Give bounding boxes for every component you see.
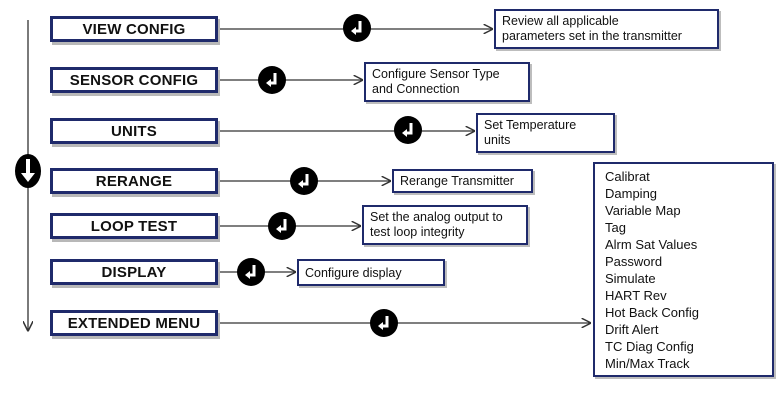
- enter-key-icon: [258, 66, 286, 94]
- enter-key-icon: [290, 167, 318, 195]
- list-item[interactable]: Variable Map: [605, 203, 681, 218]
- list-item[interactable]: Damping: [605, 186, 658, 201]
- enter-key-icon: [370, 309, 398, 337]
- list-item[interactable]: HART Rev: [605, 288, 667, 303]
- enter-key-icon: [237, 258, 265, 286]
- desc-units: Set Temperature units: [476, 113, 615, 153]
- enter-key-icon: [343, 14, 371, 42]
- list-item[interactable]: Calibrat: [605, 169, 650, 184]
- list-item[interactable]: Password: [605, 254, 663, 269]
- list-item[interactable]: Drift Alert: [605, 322, 659, 337]
- menu-units[interactable]: UNITS: [50, 118, 218, 144]
- menu-extended-menu[interactable]: EXTENDED MENU: [50, 310, 218, 336]
- desc-line: parameters set in the transmitter: [502, 29, 682, 43]
- menu-sensor-config[interactable]: SENSOR CONFIG: [50, 67, 218, 93]
- menu-rerange[interactable]: RERANGE: [50, 168, 218, 194]
- list-item[interactable]: TC Diag Config: [605, 339, 694, 354]
- list-item[interactable]: Min/Max Track: [605, 356, 690, 371]
- menu-loop-test[interactable]: LOOP TEST: [50, 213, 218, 239]
- desc-line: units: [484, 133, 511, 147]
- desc-line: and Connection: [372, 82, 460, 96]
- enter-key-icon: [394, 116, 422, 144]
- desc-sensor-config: Configure Sensor Type and Connection: [364, 62, 530, 102]
- desc-line: Configure display: [305, 266, 402, 280]
- desc-rerange: Rerange Transmitter: [392, 169, 533, 193]
- list-item[interactable]: Alrm Sat Values: [605, 237, 698, 252]
- desc-line: test loop integrity: [370, 225, 465, 239]
- enter-key-icon: [268, 212, 296, 240]
- desc-line: Configure Sensor Type: [372, 67, 500, 81]
- menu-display[interactable]: DISPLAY: [50, 259, 218, 285]
- desc-display: Configure display: [297, 259, 445, 286]
- list-item[interactable]: Hot Back Config: [605, 305, 699, 320]
- menu-view-config[interactable]: VIEW CONFIG: [50, 16, 218, 42]
- desc-loop-test: Set the analog output to test loop integ…: [362, 205, 528, 245]
- desc-line: Review all applicable: [502, 14, 619, 28]
- down-arrow-icon: [14, 153, 42, 189]
- desc-line: Set Temperature: [484, 118, 577, 132]
- desc-line: Rerange Transmitter: [400, 174, 514, 188]
- list-item[interactable]: Tag: [605, 220, 626, 235]
- desc-line: Set the analog output to: [370, 210, 503, 224]
- desc-view-config: Review all applicable parameters set in …: [494, 9, 719, 49]
- list-item[interactable]: Simulate: [605, 271, 656, 286]
- extended-menu-list: Calibrat Damping Variable Map Tag Alrm S…: [593, 162, 774, 377]
